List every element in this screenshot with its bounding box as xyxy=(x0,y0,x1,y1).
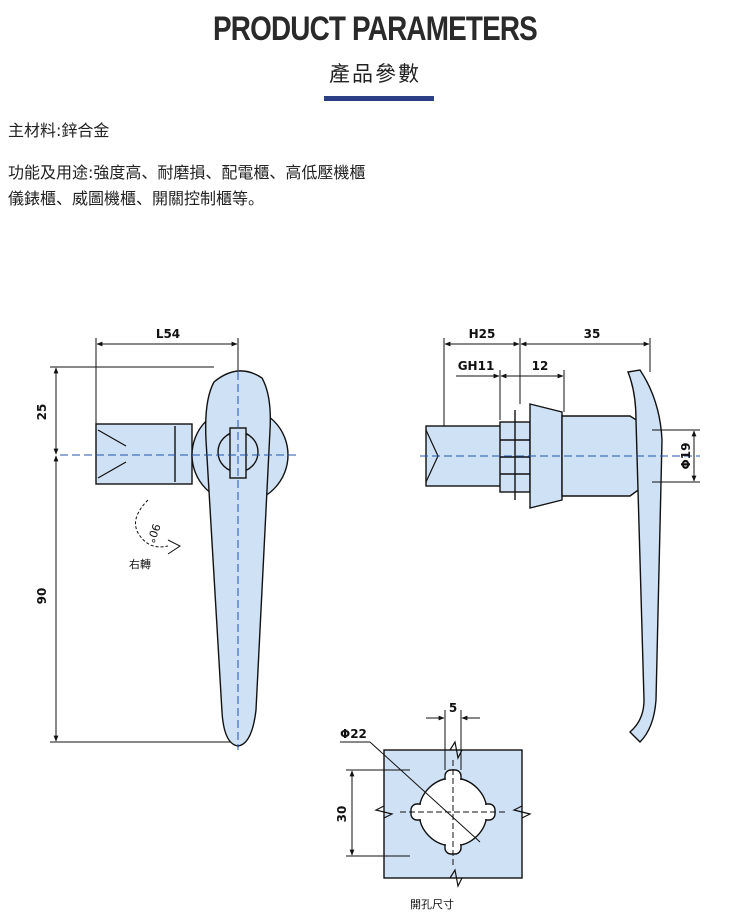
dim-phi19: Φ19 xyxy=(679,443,693,470)
dim-90: 90 xyxy=(35,588,49,605)
dim-25: 25 xyxy=(35,404,49,421)
dim-phi22: Φ22 xyxy=(340,727,367,741)
rotation-arrow xyxy=(135,499,181,555)
front-shaft xyxy=(95,423,193,485)
cutout-view xyxy=(369,740,532,888)
rotation-label: 右轉 xyxy=(129,557,151,571)
usage-line-2: 儀錶櫃、威圖機櫃、開關控制櫃等。 xyxy=(8,189,265,208)
cutout-label: 開孔尺寸 xyxy=(410,897,454,911)
dim-35: 35 xyxy=(584,327,601,341)
dim-5: 5 xyxy=(449,701,457,715)
dim-gh11: GH11 xyxy=(458,359,495,373)
material-text: 主材料:鋅合金 xyxy=(8,121,110,140)
usage-line-1: 功能及用途:強度高、耐磨損、配電櫃、高低壓機櫃 xyxy=(8,163,366,182)
front-view xyxy=(95,370,289,747)
usage-text: 功能及用途:強度高、耐磨損、配電櫃、高低壓機櫃 儀錶櫃、威圖機櫃、開關控制櫃等。 xyxy=(8,160,365,212)
page-subtitle: 產品參數 xyxy=(329,62,421,86)
dim-l54: L54 xyxy=(156,327,180,341)
dim-12: 12 xyxy=(532,359,549,373)
page-title: PRODUCT PARAMETERS xyxy=(213,10,538,48)
title-underline xyxy=(324,96,434,101)
rotation-angle: 90° xyxy=(144,522,163,545)
side-view xyxy=(425,369,663,743)
side-lever xyxy=(627,369,663,743)
dim-h25: H25 xyxy=(469,327,496,341)
dim-30: 30 xyxy=(335,806,349,823)
